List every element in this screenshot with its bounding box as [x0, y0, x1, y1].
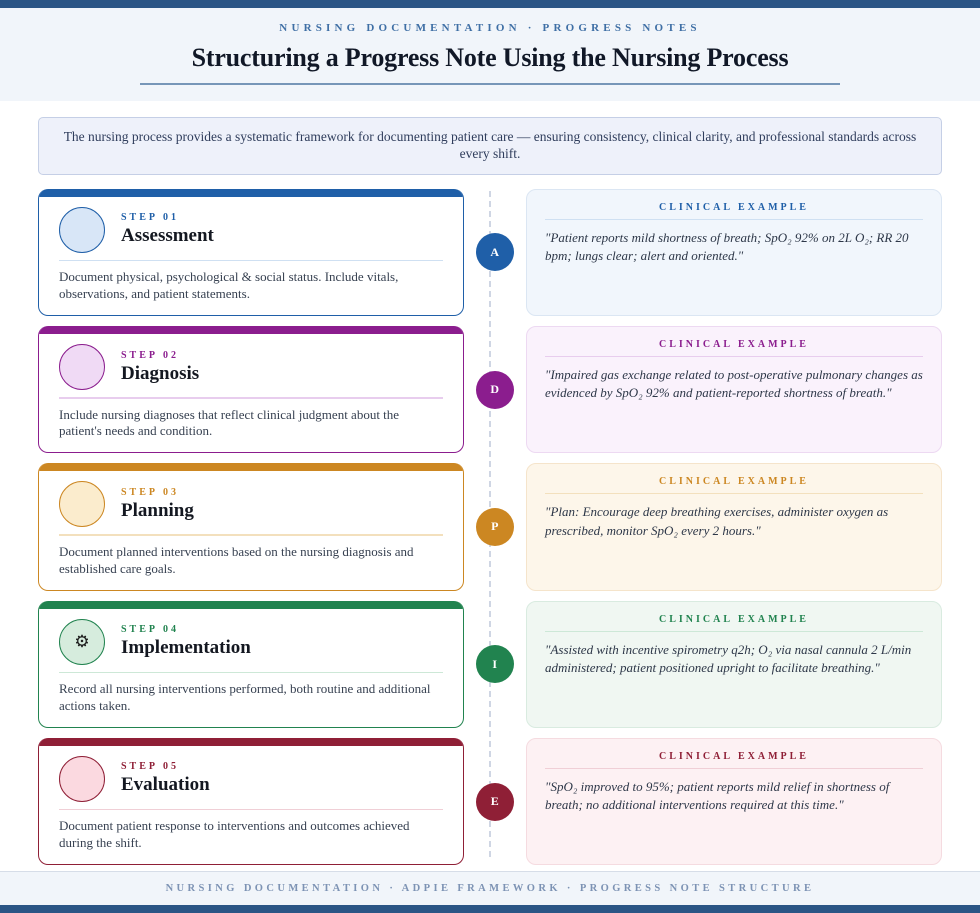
step-card-divider — [59, 808, 443, 811]
step-number-label: Step 05 — [121, 761, 179, 773]
page-footer: Nursing Documentation · ADPIE Framework … — [0, 872, 980, 906]
clinical-example-card: Clinical Example "Impaired gas exchange r… — [526, 326, 942, 454]
clinical-example-divider — [545, 218, 923, 220]
clinical-example-card: Clinical Example "Plan: Encourage deep br… — [526, 463, 942, 591]
step-card-accent-bar — [39, 188, 463, 197]
clinical-example-card: Clinical Example "Patient reports mild sh… — [526, 188, 942, 317]
clinical-example-label: Clinical Example — [659, 201, 809, 213]
step-badge[interactable]: A — [476, 233, 514, 272]
clinical-example-divider — [545, 493, 923, 495]
step-title: Evaluation — [121, 774, 210, 796]
intro-banner-wrap: The nursing process provides a systemati… — [0, 101, 980, 183]
step-bubble: ⚙ — [59, 618, 105, 665]
clinical-example-label: Clinical Example — [659, 613, 809, 625]
step-badge-column: E — [464, 738, 526, 865]
clinical-example-text: "SpO₂ improved to 95%; patient reports m… — [545, 778, 890, 813]
step-card-divider — [59, 259, 443, 262]
clinical-example-card: Clinical Example "SpO₂ improved to 95%; p… — [526, 737, 942, 866]
top-accent-rule — [0, 0, 980, 8]
step-card-accent-bar — [39, 463, 463, 472]
clinical-example-card: Clinical Example "Assisted with incentive… — [526, 600, 942, 728]
step-description: Document patient response to interventio… — [59, 818, 410, 851]
step-bubble — [59, 206, 105, 253]
step-number-label: Step 02 — [121, 349, 179, 361]
step-description: Record all nursing interventions perform… — [59, 681, 431, 713]
clinical-example-text: "Patient reports mild shortness of breat… — [545, 229, 909, 264]
header-kicker: Nursing Documentation · Progress Notes — [279, 22, 701, 34]
page-title: Structuring a Progress Note Using the Nu… — [191, 43, 789, 72]
clinical-example-label: Clinical Example — [659, 750, 809, 762]
intro-banner: The nursing process provides a systemati… — [38, 117, 942, 175]
clinical-example-text: "Plan: Encourage deep breathing exercise… — [545, 504, 889, 538]
step-number-label: Step 01 — [121, 212, 179, 224]
step-badge[interactable]: E — [476, 782, 514, 821]
step-description: Document physical, psychological & socia… — [59, 269, 399, 302]
step-bubble — [59, 755, 105, 802]
step-badge-column: I — [464, 601, 526, 728]
step-number-label: Step 04 — [121, 624, 179, 636]
step-badge-column: A — [464, 189, 526, 316]
step-title: Diagnosis — [121, 362, 200, 384]
step-badge[interactable]: D — [476, 370, 514, 409]
clinical-example-label: Clinical Example — [659, 339, 809, 351]
step-card-accent-bar — [39, 600, 463, 609]
step-card-divider — [59, 671, 443, 674]
step-card-divider — [59, 397, 443, 399]
step-card-accent-bar — [39, 326, 463, 335]
page-header: Nursing Documentation · Progress Notes S… — [0, 8, 980, 101]
gear-icon: ⚙ — [74, 632, 90, 652]
step-badge[interactable]: P — [476, 507, 514, 546]
step-badge-column: P — [464, 463, 526, 590]
clinical-example-text: "Impaired gas exchange related to post-o… — [545, 367, 923, 401]
title-underline — [140, 83, 840, 85]
clinical-example-divider — [545, 356, 923, 358]
clinical-example-label: Clinical Example — [659, 476, 809, 488]
footer-text: Nursing Documentation · ADPIE Framework … — [165, 883, 815, 895]
step-badge[interactable]: I — [476, 645, 514, 684]
clinical-example-divider — [545, 630, 923, 632]
clinical-example-divider — [545, 767, 923, 769]
step-title: Planning — [121, 499, 194, 521]
step-description: Document planned interventions based on … — [59, 543, 414, 576]
step-card-divider — [59, 534, 443, 536]
step-badge-column: D — [464, 326, 526, 453]
step-card-accent-bar — [39, 737, 463, 746]
step-title: Assessment — [121, 225, 214, 247]
step-number-label: Step 03 — [121, 486, 179, 498]
step-title: Implementation — [121, 637, 251, 659]
step-bubble — [59, 481, 105, 528]
step-description: Include nursing diagnoses that reflect c… — [59, 406, 400, 439]
bottom-accent-rule — [0, 905, 980, 913]
clinical-example-text: "Assisted with incentive spirometry q2h;… — [545, 641, 912, 676]
step-bubble — [59, 344, 105, 391]
